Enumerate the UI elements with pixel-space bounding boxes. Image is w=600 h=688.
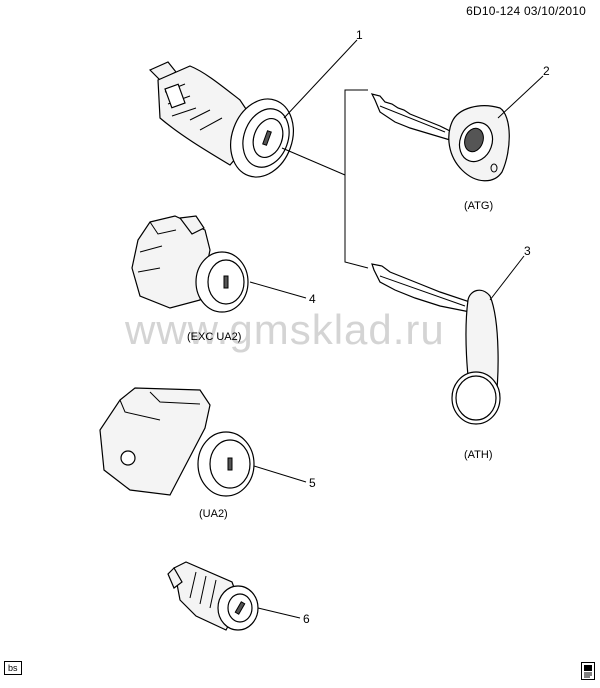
leader-2 (497, 75, 544, 119)
caption-atg: (ATG) (464, 200, 494, 212)
leader-lines (249, 39, 544, 619)
callout-6: 6 (303, 612, 310, 626)
diagram-date: 03/10/2010 (523, 4, 586, 18)
diagram-header: 6D10-124 03/10/2010 (466, 4, 586, 18)
caption-ath: (ATH) (464, 449, 493, 461)
callout-5: 5 (309, 476, 316, 490)
key-atg (370, 93, 510, 182)
ignition-lock-cylinder (148, 61, 294, 178)
corner-tag: bs (4, 661, 22, 675)
caption-exc-ua2: (EXC UA2) (187, 331, 242, 343)
leader-4 (249, 281, 307, 299)
callout-1: 1 (356, 28, 363, 42)
small-lock-cylinder (167, 561, 259, 631)
caption-ua2: (UA2) (199, 508, 228, 520)
key-ath (371, 263, 501, 425)
book-logo-icon (581, 662, 595, 680)
callout-4: 4 (309, 292, 316, 306)
callout-2: 2 (543, 64, 550, 78)
lock-cylinder-ua2 (99, 387, 255, 497)
leader-1 (283, 39, 358, 119)
diagram-id: 6D10-124 (466, 4, 521, 18)
leader-5 (253, 465, 307, 483)
key-bracket-lines (281, 89, 369, 269)
callout-3: 3 (524, 244, 531, 258)
leader-6 (257, 607, 301, 619)
leader-3 (489, 255, 525, 301)
lock-cylinder-exc-ua2 (131, 215, 249, 313)
